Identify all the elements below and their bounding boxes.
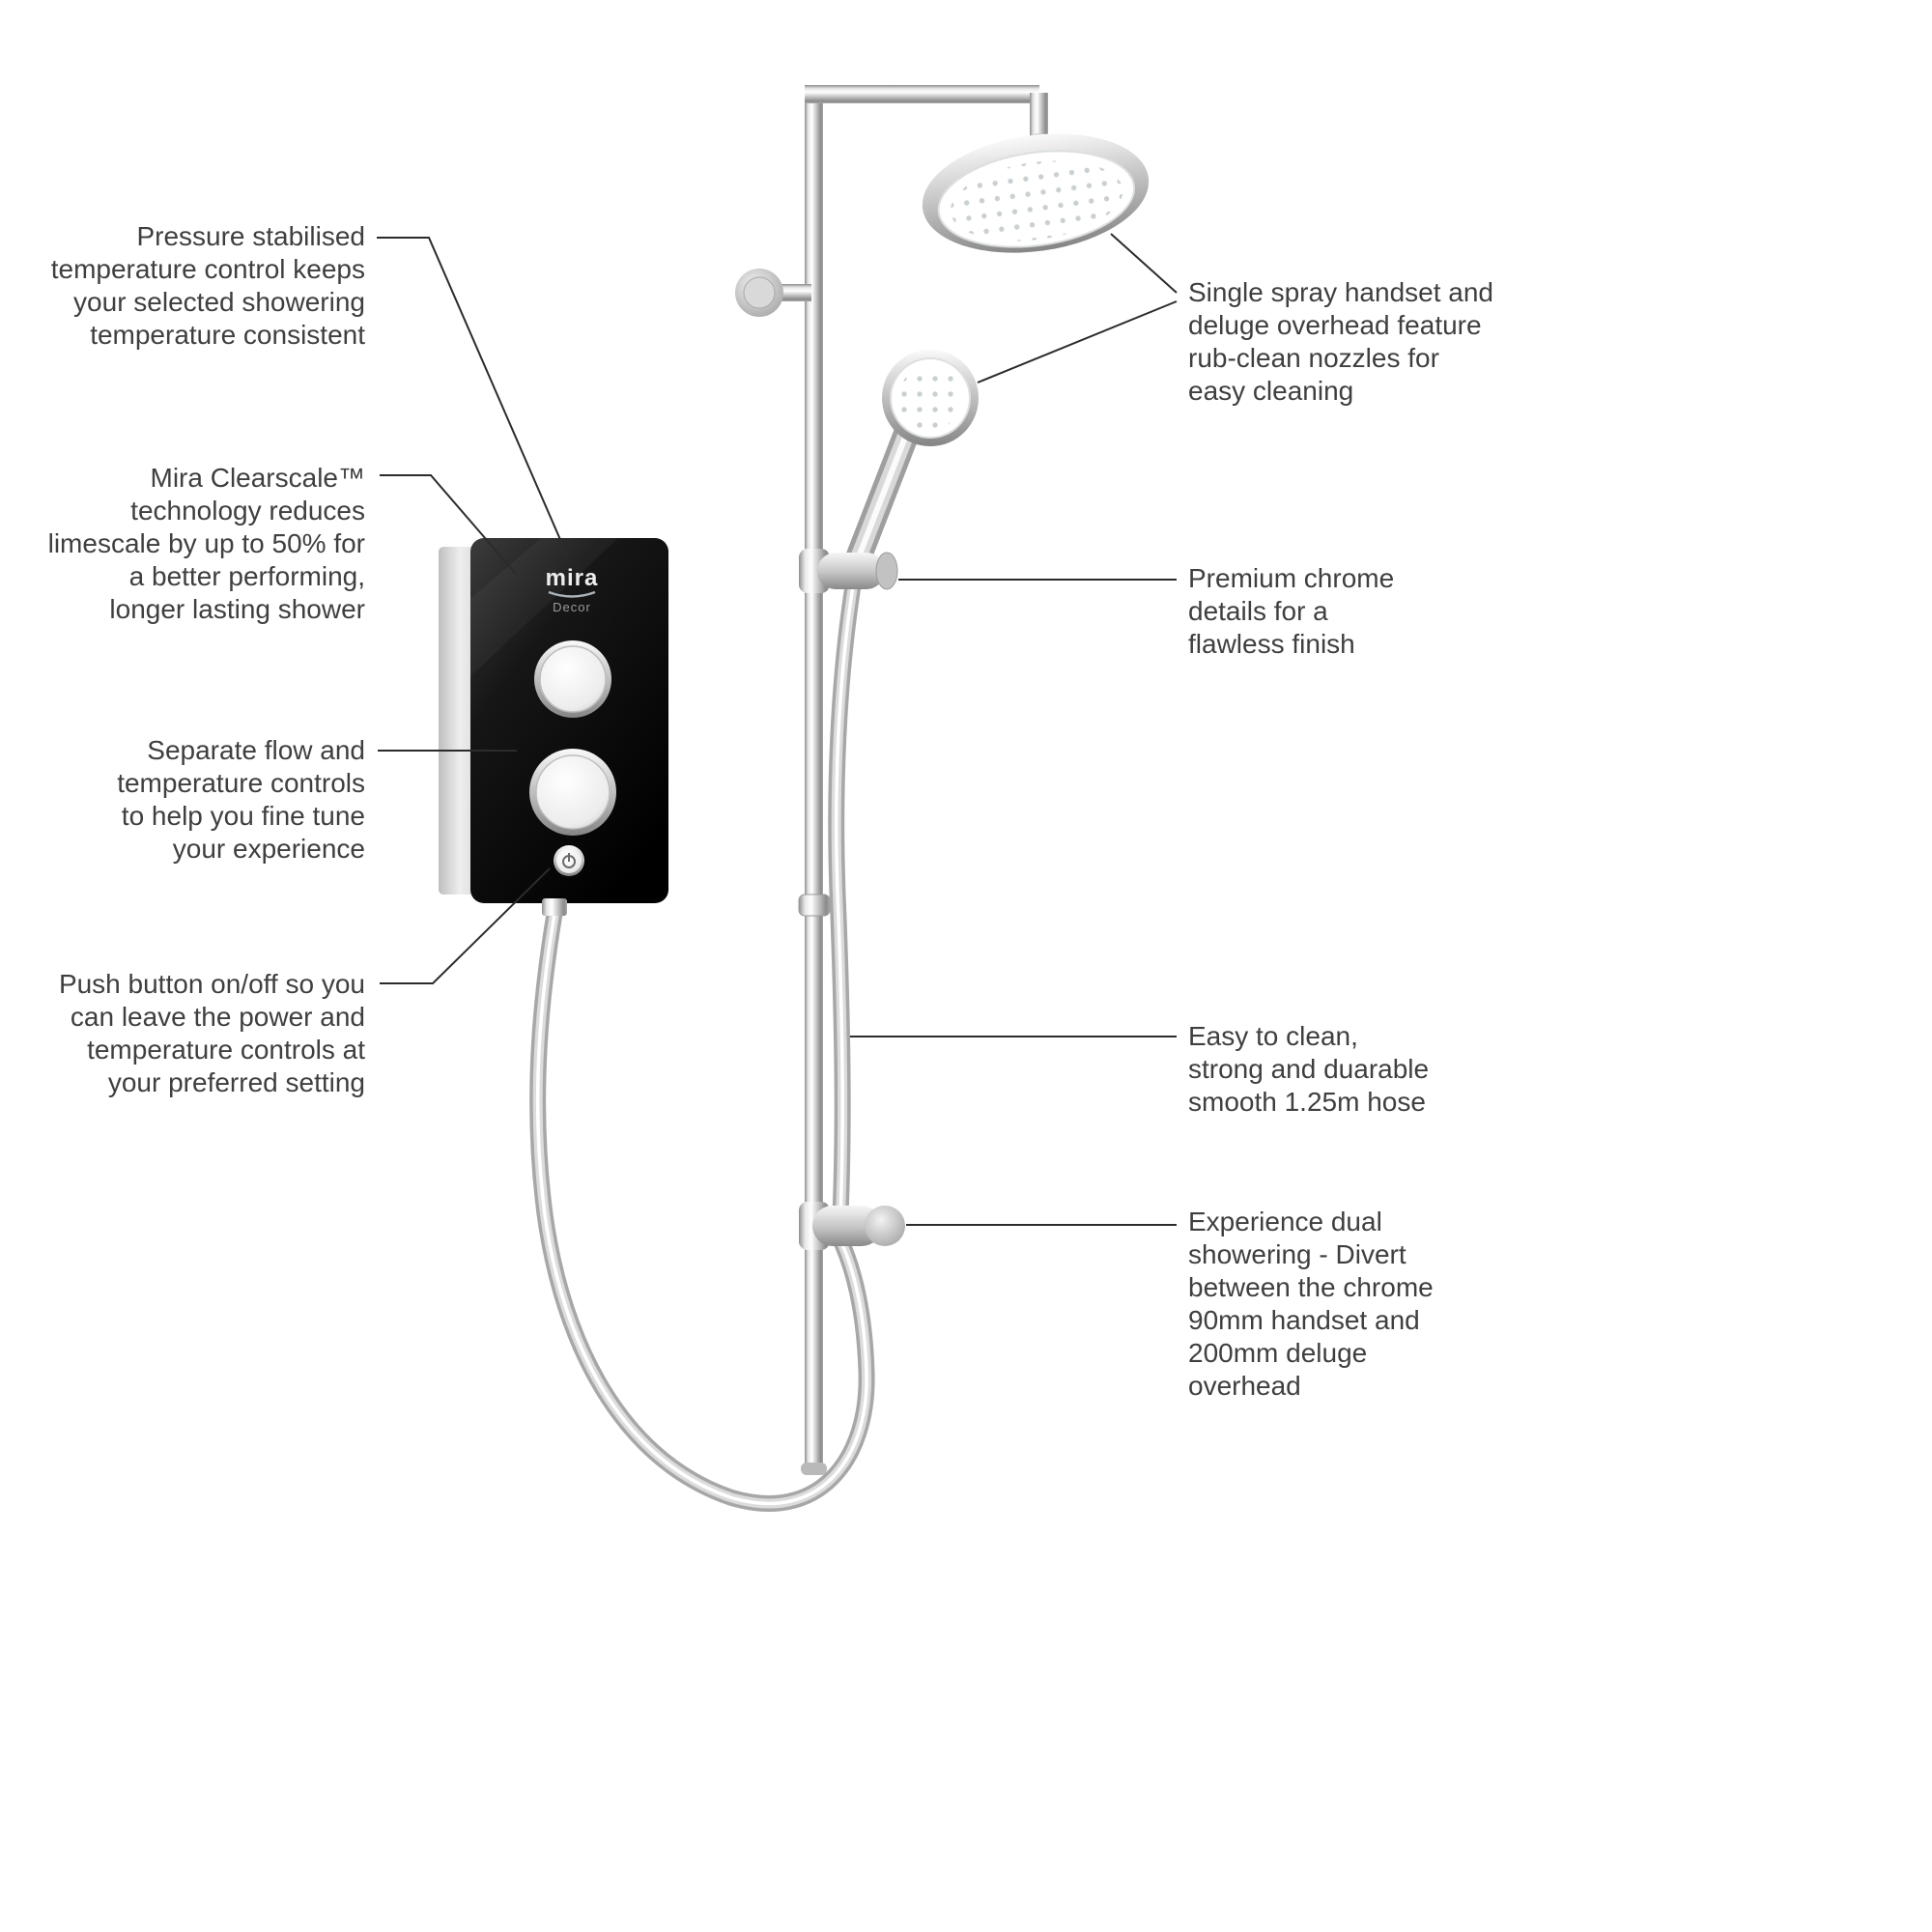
handset-holder — [799, 549, 898, 593]
power-button — [554, 845, 584, 876]
callout-hose: Easy to clean, strong and duarable smoot… — [1188, 1021, 1430, 1117]
unit-outlet — [542, 898, 567, 916]
flow-knob — [529, 749, 616, 836]
unit-front-panel — [470, 538, 668, 903]
wall-bracket — [735, 269, 811, 317]
callout-dual-showering: Experience dual showering - Divert betwe… — [1188, 1207, 1434, 1401]
leader-line-clearscale — [380, 474, 517, 575]
brand-logo: mira — [546, 565, 599, 591]
leader-line-temperature-control — [377, 237, 569, 558]
leader-line-push-button — [380, 867, 551, 984]
callout-rub-clean-nozzles: Single spray handset and deluge overhead… — [1188, 277, 1493, 406]
control-unit: mira Decor — [439, 538, 668, 903]
leader-lines — [377, 233, 1178, 1226]
brand-swoosh — [548, 590, 596, 598]
callout-temperature-control: Pressure stabilised temperature control … — [50, 221, 365, 350]
overhead-shower-head — [922, 133, 1150, 253]
rail-end-cap — [801, 1463, 827, 1475]
callout-chrome-details: Premium chrome details for a flawless fi… — [1188, 563, 1395, 659]
model-label: Decor — [553, 600, 591, 614]
shower-hose — [529, 571, 875, 1512]
leader-line-overhead — [1110, 233, 1178, 294]
rail-clamp — [798, 894, 831, 917]
temperature-knob — [534, 640, 611, 718]
diverter — [799, 1202, 905, 1250]
power-icon — [562, 853, 576, 868]
callout-clearscale: Mira Clearscale™ technology reduces lime… — [47, 463, 365, 624]
handset — [842, 350, 979, 578]
callout-flow-temp-controls: Separate flow and temperature controls t… — [117, 735, 365, 864]
leader-line-handset — [977, 300, 1178, 384]
callout-push-button: Push button on/off so you can leave the … — [58, 969, 365, 1097]
